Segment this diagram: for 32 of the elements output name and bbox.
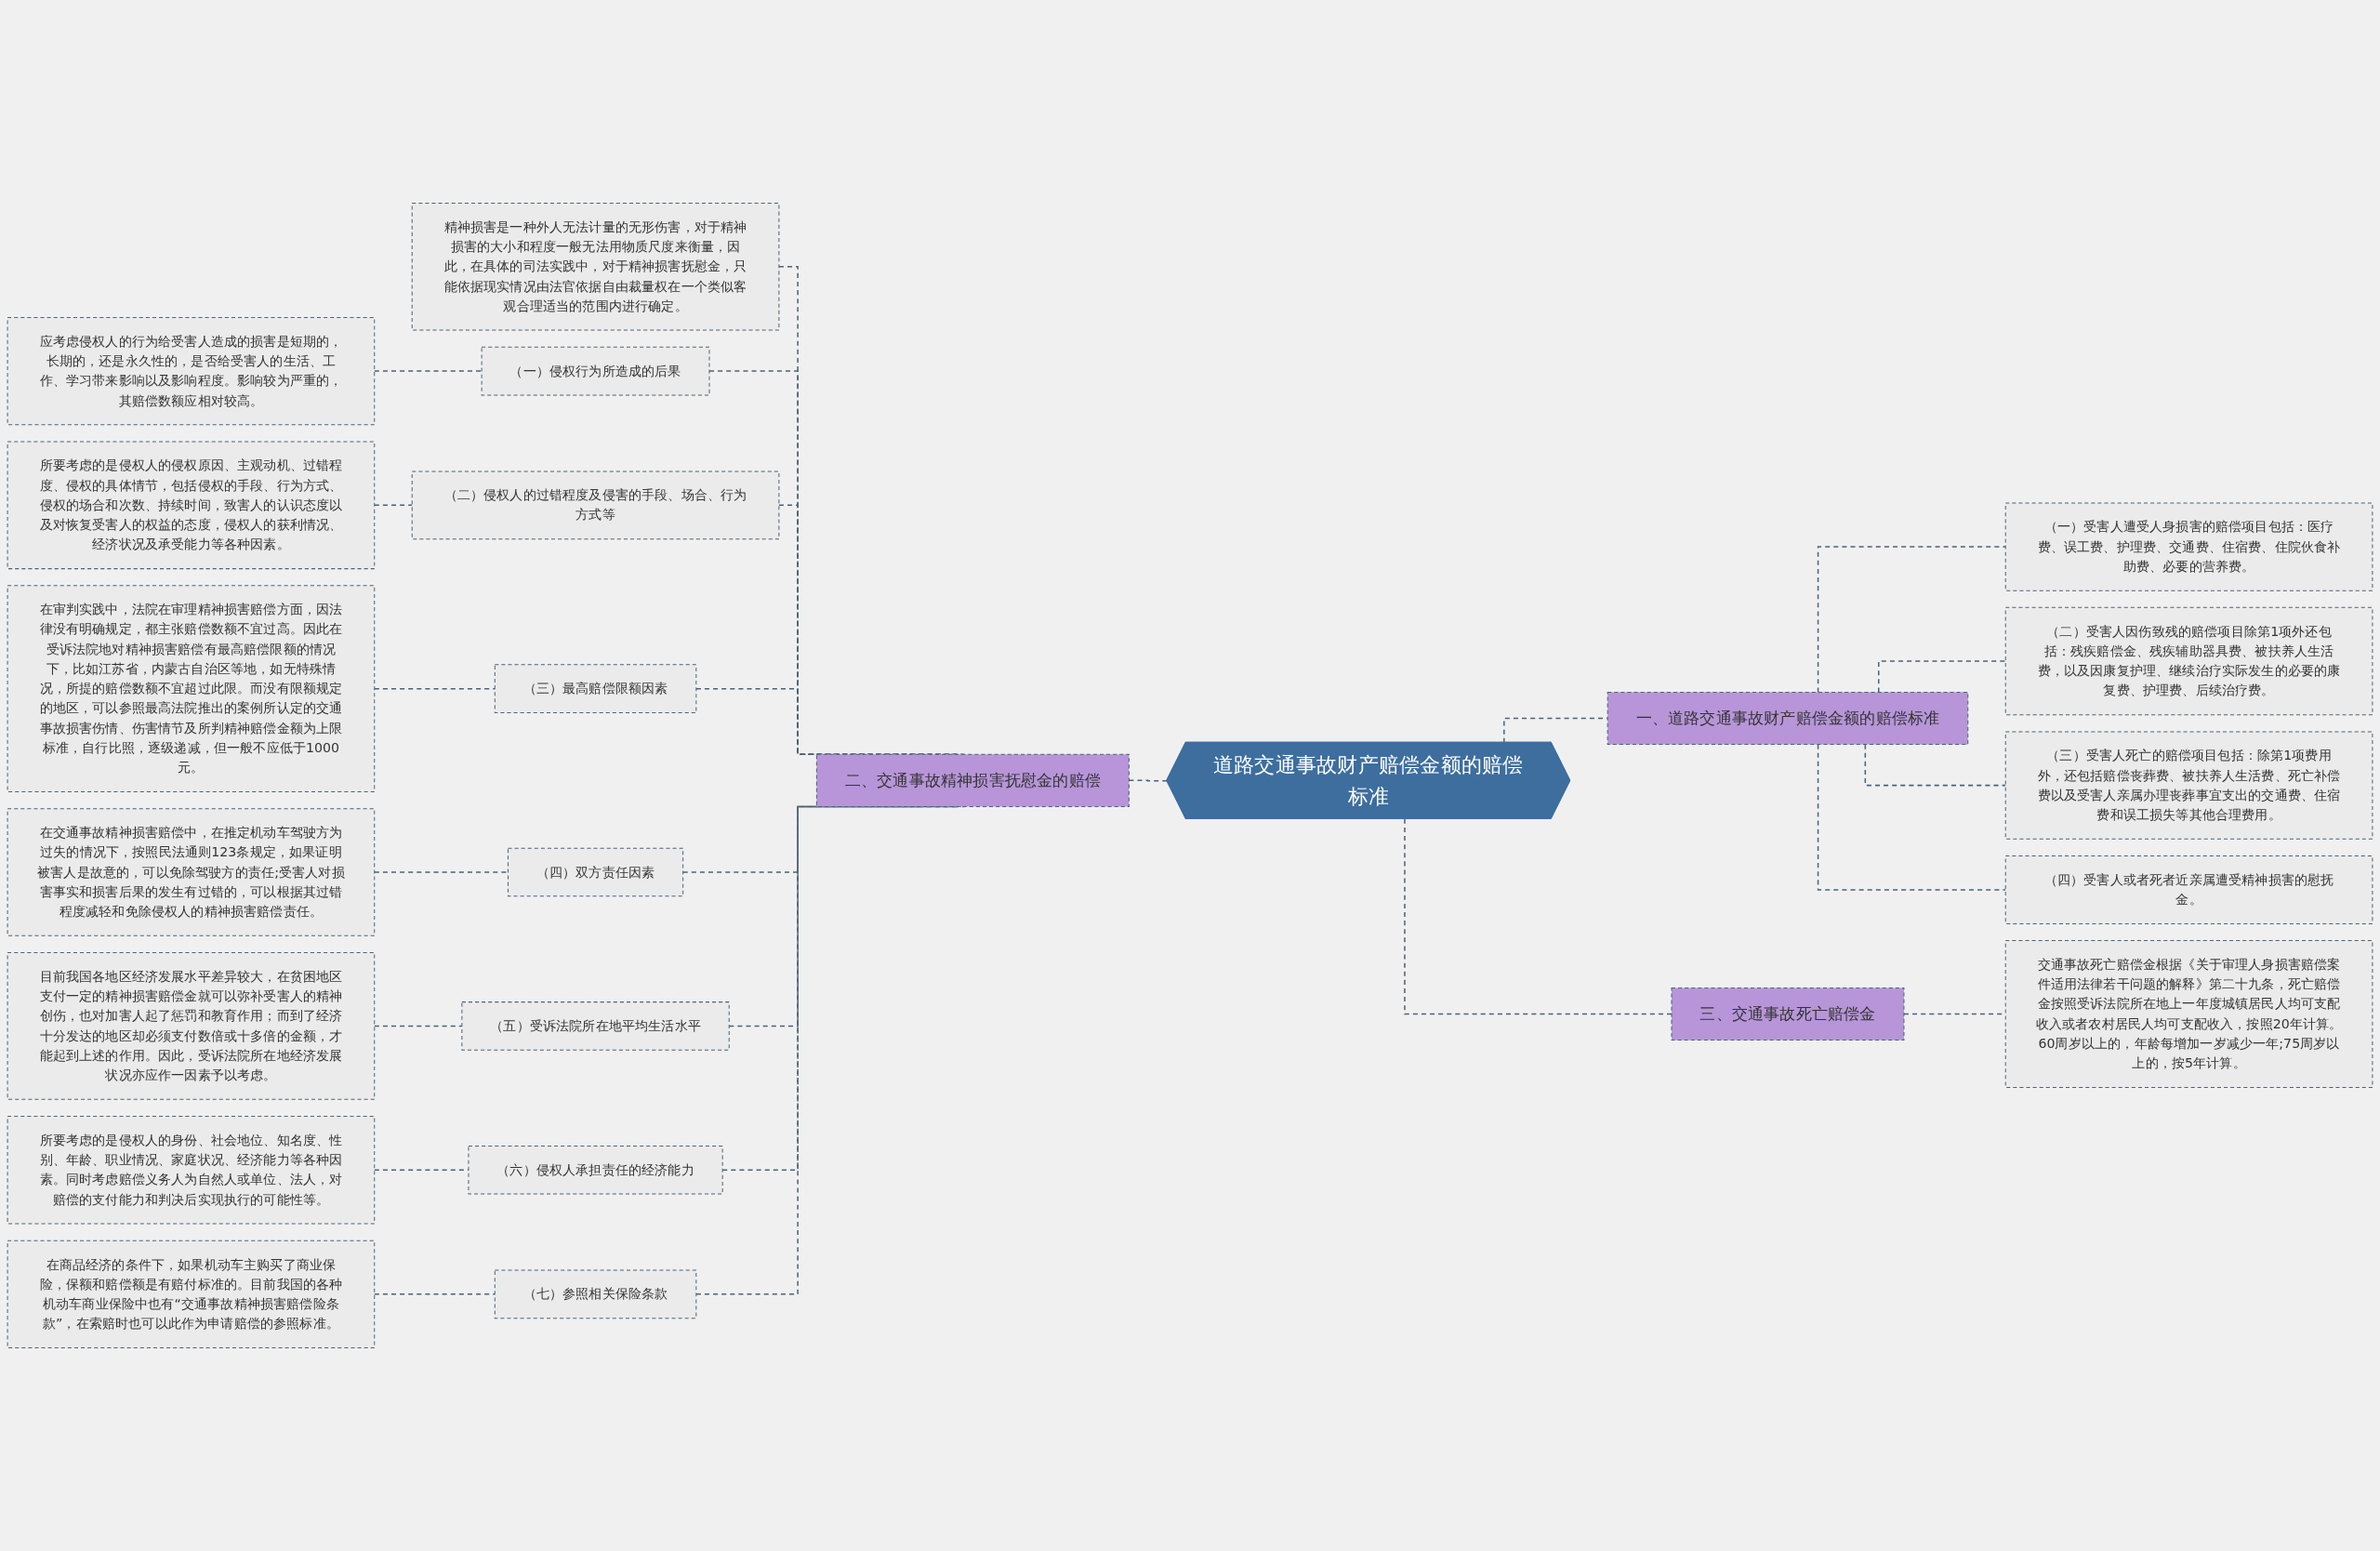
node-box: （六）侵权人承担责任的经济能力: [468, 1145, 723, 1195]
node-box: 精神损害是一种外人无法计量的无形伤害，对于精神损害的大小和程度一般无法用物质尺度来衡量，因此，在具体的司法实践中，对于精神损害抚慰金，只能依据现实情况由法官依据自由裁量权在一个类似客观合理适当的范围内进行确定。: [411, 202, 780, 331]
connector: [1817, 546, 2006, 694]
node-box: （四）双方责任因素: [507, 847, 684, 897]
node-box: 二、交通事故精神损害抚慰金的赔偿: [815, 753, 1130, 807]
node-box: （二）受害人因伤致残的赔偿项目除第1项外还包括：残疾赔偿金、残疾辅助器具费、被扶养人生活费，以及因康复护理、继续治疗实际发生的必要的康复费、护理费、后续治疗费。: [2004, 606, 2373, 716]
node-box: 所要考虑的是侵权人的侵权原因、主观动机、过错程度、侵权的具体情节，包括侵权的手段、行为方式、侵权的场合和次数、持续时间，致害人的认识态度以及对恢复受害人的权益的态度，侵权人的获利情况、经济状况及承受能力等各种因素。: [7, 441, 376, 570]
connector: [1817, 743, 2006, 891]
connector: [374, 687, 496, 690]
node-box: （二）侵权人的过错程度及侵害的手段、场合、行为方式等: [411, 471, 780, 540]
node-box: （七）参照相关保险条款: [494, 1269, 697, 1319]
node-box: （三）受害人死亡的赔偿项目包括：除第1项费用外，还包括赔偿丧葬费、被扶养人生活费、死亡补偿费以及受害人亲属办理丧葬事宜支出的交通费、住宿费和误工损失等其他合理费用。: [2004, 731, 2373, 840]
connector: [1864, 743, 2006, 787]
node-box: 一、道路交通事故财产赔偿金额的赔偿标准: [1606, 691, 1969, 746]
node-box: 三、交通事故死亡赔偿金: [1671, 987, 1905, 1041]
node-box: 在交通事故精神损害赔偿中，在推定机动车驾驶方为过失的情况下，按照民法通则123条规定，如果证明被害人是故意的，可以免除驾驶方的责任;受害人对损害事实和损害后果的发生有过错的，可以根据其过错程度减轻和免除侵权人的精神损害赔偿责任。: [7, 808, 376, 936]
node-box: （一）受害人遭受人身损害的赔偿项目包括：医疗费、误工费、护理费、交通费、住宿费、住院伙食补助费、必要的营养费。: [2004, 502, 2373, 591]
node-box: 交通事故死亡赔偿金根据《关于审理人身损害赔偿案件适用法律若干问题的解释》第二十九条，死亡赔偿金按照受诉法院所在地上一年度城镇居民人均可支配收入或者农村居民人均可支配收入，按照20年计算。60周岁以上的，年龄每增加一岁减少一年;75周岁以上的，按5年计算。: [2004, 940, 2373, 1088]
node-box: 所要考虑的是侵权人的身份、社会地位、知名度、性别、年龄、职业情况、家庭状况、经济能力等各种因素。同时考虑赔偿义务人为自然人或单位、法人，对赔偿的支付能力和判决后实现执行的可能性等。: [7, 1116, 376, 1225]
node-box: （四）受害人或者死者近亲属遭受精神损害的慰抚金。: [2004, 855, 2373, 924]
node-box: （三）最高赔偿限额因素: [494, 664, 697, 713]
connector: [374, 1293, 496, 1295]
node-box: （一）侵权行为所造成的后果: [481, 346, 710, 396]
node-box: （五）受诉法院所在地平均生活水平: [461, 1001, 730, 1051]
node-box: 目前我国各地区经济发展水平差异较大，在贫困地区支付一定的精神损害赔偿金就可以弥补受害人的精神创伤，也对加害人起了惩罚和教育作用；而到了经济十分发达的地区却必须支付数倍或十多倍的金额，才能起到上述的作用。因此，受诉法院所在地经济发展状况亦应作一因素予以考虑。: [7, 952, 376, 1100]
connector: [374, 370, 483, 372]
connector: [374, 504, 413, 507]
node-box: 在审判实践中，法院在审理精神损害赔偿方面，因法律没有明确规定，都主张赔偿数额不宜过高。因此在受诉法院地对精神损害赔偿有最高赔偿限额的情况下，比如江苏省，内蒙古自治区等地，如无特殊情况，所提的赔偿数额不宜超过此限。而没有限额规定的地区，可以参照最高法院推出的案例所认定的交通事故损害伤情、伤害情节及所判精神赔偿金额为上限标准，自行比照，逐级递减，但一般不应低于1000元。: [7, 585, 376, 792]
node-box: 在商品经济的条件下，如果机动车主购买了商业保险，保额和赔偿额是有赔付标准的。目前我国的各种机动车商业保险中也有“交通事故精神损害赔偿险条款”，在索赔时也可以此作为申请赔偿的参照标准。: [7, 1239, 376, 1349]
connector: [1404, 818, 1673, 1015]
node-box: 应考虑侵权人的行为给受害人造成的损害是短期的，长期的，还是永久性的，是否给受害人的生活、工作、学习带来影响以及影响程度。影响较为严重的，其赔偿数额应相对较高。: [7, 316, 376, 426]
connector: [1878, 660, 2006, 694]
